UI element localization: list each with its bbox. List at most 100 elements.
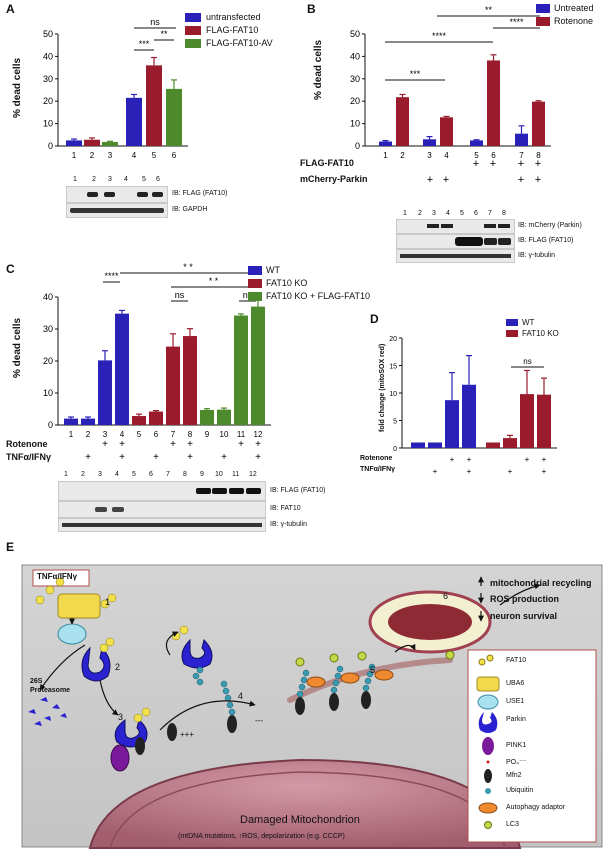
significance-label: *** <box>139 39 150 49</box>
blot-label: IB: FLAG (FAT10) <box>518 237 574 244</box>
x-tick-label: 3 <box>108 151 113 160</box>
x-tick-label: 9 <box>205 430 210 439</box>
legend-item: FAT10 <box>506 657 527 664</box>
panel-label-a: A <box>6 2 15 16</box>
outcome-label: mitochondrial recycling <box>490 578 592 588</box>
plus-marker: + <box>119 452 125 463</box>
legend-label: FAT10 KO <box>522 329 559 338</box>
x-tick-label: 5 <box>474 151 479 160</box>
blot-label: IB: FAT10 <box>270 505 301 512</box>
plus-marker: + <box>518 158 524 170</box>
x-tick-label: 2 <box>400 151 405 160</box>
y-tick-label: 40 <box>350 51 360 61</box>
bar <box>234 315 248 425</box>
y-tick-label: 20 <box>389 336 397 343</box>
plus-marker: + <box>542 455 547 464</box>
chart-d-legend: WT FAT10 KO <box>506 318 559 338</box>
significance-label: * * <box>183 262 193 272</box>
blot-lane-label: 2 <box>81 471 85 478</box>
blot-label: IB: γ-tubulin <box>270 521 307 528</box>
x-tick-label: 12 <box>254 430 263 439</box>
x-tick-label: 8 <box>536 151 541 160</box>
outcome-label: ROS production <box>490 594 559 604</box>
x-tick-label: 5 <box>137 430 142 439</box>
blot-lane-label: 9 <box>200 471 204 478</box>
x-tick-label: 7 <box>519 151 524 160</box>
panel-label-c: C <box>6 262 15 276</box>
bar <box>470 140 483 146</box>
bar <box>132 416 146 425</box>
bar <box>445 400 459 448</box>
proteasome-label: 26S Proteasome <box>30 678 71 694</box>
legend-label: WT <box>266 265 280 275</box>
bar <box>66 140 82 146</box>
y-tick-label: 5 <box>393 419 397 426</box>
legend-swatch <box>248 278 262 288</box>
bar <box>532 101 545 146</box>
blot-lane-label: 3 <box>432 210 436 217</box>
bar <box>126 97 142 146</box>
significance-label: ns <box>150 17 160 27</box>
blot-label: IB: γ-tubulin <box>518 252 555 259</box>
plus-marker: + <box>427 174 433 186</box>
blot-lane-label: 6 <box>149 471 153 478</box>
bar <box>423 139 436 146</box>
step-number: 2 <box>115 662 121 672</box>
legend-swatch <box>248 291 262 301</box>
ubiquitin-chains <box>192 663 376 716</box>
step-number: 4 <box>238 691 244 701</box>
proteasome-debris <box>28 697 67 726</box>
x-tick-label: 3 <box>103 430 108 439</box>
blot-gapdh <box>66 203 168 218</box>
step-number: 5 <box>370 665 376 675</box>
blot-lane-label: 2 <box>92 176 96 183</box>
y-tick-label: 30 <box>43 74 53 84</box>
decrease-label: --- <box>255 716 263 725</box>
legend-item: PO₄⁻⁻ <box>506 759 527 766</box>
plus-marker: + <box>170 439 176 450</box>
parkin-protein <box>81 646 111 682</box>
legend-swatch <box>185 25 201 35</box>
blot-tubulin-b <box>396 249 515 263</box>
cytokine-label: TNFα/IFNγ <box>37 572 78 581</box>
blot-lane-label: 8 <box>183 471 187 478</box>
use1-protein <box>57 623 87 645</box>
x-tick-label: 4 <box>444 151 449 160</box>
legend-label: FAT10 KO + FLAG-FAT10 <box>266 291 370 301</box>
step-number: 3 <box>118 712 124 722</box>
x-tick-label: 1 <box>69 430 74 439</box>
y-tick-label: 15 <box>389 364 397 371</box>
chart-c-legend: WT FAT10 KO FAT10 KO + FLAG-FAT10 <box>248 265 370 301</box>
chart-a-legend: untransfected FLAG-FAT10 FLAG-FAT10-AV <box>185 12 273 48</box>
bar <box>146 65 162 146</box>
legend-label: FAT10 KO <box>266 278 308 288</box>
bar <box>411 442 425 448</box>
legend-swatch <box>506 319 518 326</box>
significance-label: ** <box>160 29 168 39</box>
plus-marker: + <box>508 467 513 476</box>
y-tick-label: 40 <box>43 51 53 61</box>
significance-label: * * <box>209 276 219 286</box>
x-tick-label: 3 <box>427 151 432 160</box>
plus-marker: + <box>490 158 496 170</box>
blot-lane-label: 10 <box>215 471 223 478</box>
plus-marker: + <box>153 452 159 463</box>
x-tick-label: 4 <box>120 430 125 439</box>
blot-tubulin-c <box>58 518 266 532</box>
plus-marker: + <box>535 174 541 186</box>
plus-marker: + <box>255 439 261 450</box>
x-tick-label: 6 <box>172 151 177 160</box>
outcome-label: neuron survival <box>490 611 558 621</box>
legend-item: Parkin <box>506 716 526 723</box>
blot-lane-label: 4 <box>115 471 119 478</box>
significance-label: ns <box>175 290 185 300</box>
legend-swatch <box>248 265 262 275</box>
significance-label: **** <box>104 271 119 281</box>
blot-flag-fat10-c <box>58 481 266 501</box>
bar <box>115 313 129 425</box>
y-tick-label: 10 <box>43 119 53 129</box>
blot-flag-fat10-b <box>396 234 515 249</box>
condition-label: TNFα/IFNγ <box>6 452 52 462</box>
y-tick-label: 20 <box>350 96 360 106</box>
bar <box>537 394 551 448</box>
